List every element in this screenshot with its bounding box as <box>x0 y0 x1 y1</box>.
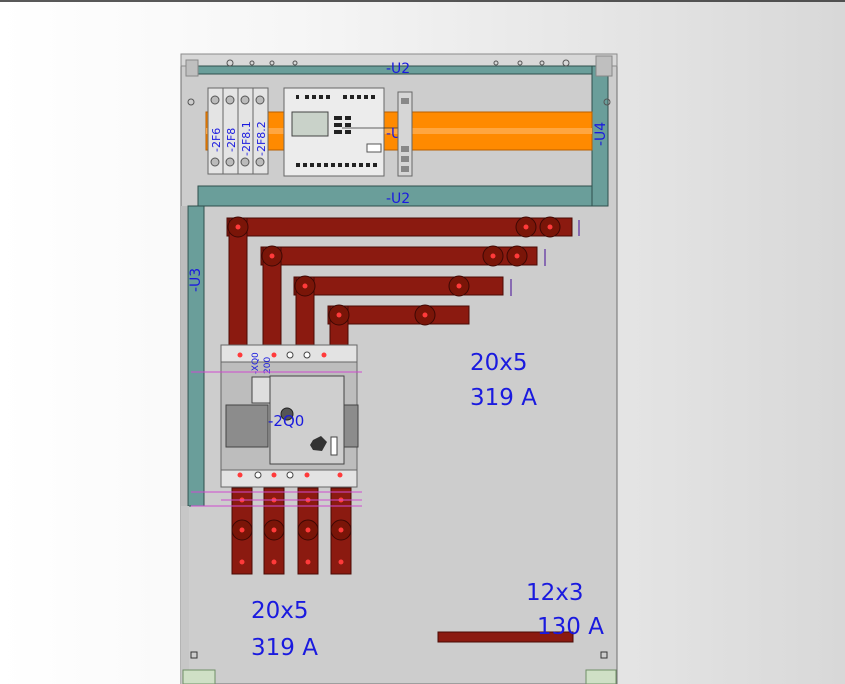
label-q0-small-2: 200 <box>263 357 273 374</box>
label-u4: -U4 <box>593 122 609 146</box>
label-q0-small-1: -XQ0 <box>251 352 261 374</box>
label-q0: -2Q0 <box>268 412 304 430</box>
busbar-horizontal-1 <box>226 217 573 237</box>
annotation-lower-current: 319 A <box>251 635 318 661</box>
u3-side-rail <box>187 205 205 507</box>
busbar-end-marks <box>510 220 580 296</box>
annotation-small-size: 12x3 <box>526 580 584 606</box>
controller-icon <box>283 87 398 177</box>
left-frame <box>181 206 187 506</box>
corner-bracket-left <box>185 59 199 77</box>
circuit-breaker-icon <box>220 344 359 488</box>
lower-left-frame <box>181 506 189 684</box>
wiring-lines <box>191 371 362 507</box>
annotation-small-current: 130 A <box>537 614 604 640</box>
busbar-system <box>226 217 574 643</box>
annotation-lower-size: 20x5 <box>251 598 309 624</box>
terminal-block-icon <box>397 91 413 177</box>
bottom-bracket-left <box>182 669 216 684</box>
label-f8-2: -2F8.2 <box>255 121 268 156</box>
corner-hole-left <box>190 651 198 659</box>
bottom-bracket-right <box>585 669 617 684</box>
busbar-horizontal-3 <box>293 276 504 296</box>
busbar-bolts <box>235 224 553 565</box>
mounting-holes <box>187 59 611 106</box>
label-u2-bottom: -U2 <box>386 191 410 207</box>
fuse-icon <box>207 87 269 175</box>
label-f6: -2F6 <box>210 128 223 152</box>
corner-bracket-right <box>595 55 613 77</box>
corner-hole-right <box>600 651 608 659</box>
label-f8: -2F8 <box>225 128 238 152</box>
busbar-small <box>437 631 574 643</box>
label-f8-1: -2F8.1 <box>240 121 253 156</box>
annotation-upper-size: 20x5 <box>470 350 528 376</box>
busbar-horizontal-2 <box>260 246 538 266</box>
annotation-upper-current: 319 A <box>470 385 537 411</box>
label-u3: -U3 <box>188 268 204 292</box>
label-u2-top: -U2 <box>386 61 410 77</box>
